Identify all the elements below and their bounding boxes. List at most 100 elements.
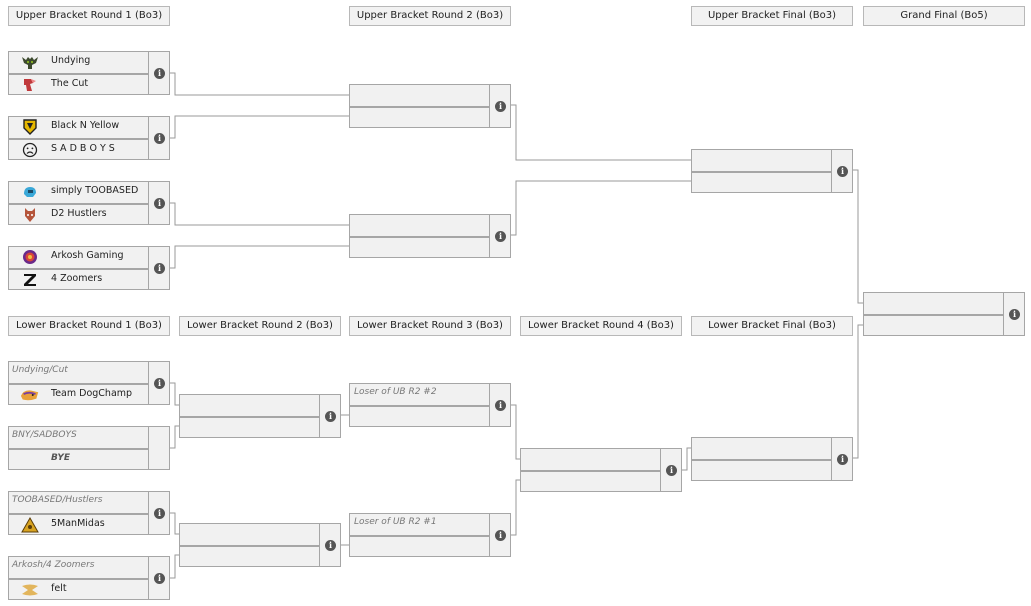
ub-r1-match-3[interactable]: simply TOOBASED D2 Hustlers i	[8, 181, 170, 225]
info-icon[interactable]: i	[495, 231, 506, 242]
match-info-column[interactable]: i	[148, 247, 169, 289]
lb-r2-match-2[interactable]: i	[179, 523, 341, 567]
team-slot[interactable]: Loser of UB R2 #1	[350, 514, 490, 534]
info-icon[interactable]: i	[154, 133, 165, 144]
header-lower-bracket-round-4: Lower Bracket Round 4 (Bo3)	[520, 316, 682, 336]
lb-r1-match-1[interactable]: Undying/Cut Team DogChamp i	[8, 361, 170, 405]
team-slot[interactable]: The Cut	[9, 73, 149, 93]
ub-r1-match-1[interactable]: Undying The Cut i	[8, 51, 170, 95]
lb-r3-match-2[interactable]: Loser of UB R2 #1 i	[349, 513, 511, 557]
info-icon[interactable]: i	[154, 508, 165, 519]
4-zoomers-logo-icon	[20, 271, 40, 289]
match-info-column[interactable]: i	[660, 449, 681, 491]
team-slot[interactable]: TOOBASED/Hustlers	[9, 492, 149, 512]
team-slot[interactable]: Arkosh Gaming	[9, 247, 149, 267]
team-slot-empty[interactable]	[180, 524, 320, 544]
team-slot-empty[interactable]	[350, 405, 490, 425]
team-slot-empty[interactable]	[692, 438, 832, 458]
placeholder-label: Arkosh/4 Zoomers	[12, 560, 95, 570]
team-slot[interactable]: BYE	[9, 448, 149, 468]
team-slot[interactable]: Loser of UB R2 #2	[350, 384, 490, 404]
sad-face-icon	[20, 141, 40, 159]
lb-r2-match-1[interactable]: i	[179, 394, 341, 438]
match-info-column[interactable]: i	[831, 438, 852, 480]
ub-r1-match-4[interactable]: Arkosh Gaming 4 Zoomers i	[8, 246, 170, 290]
info-icon[interactable]: i	[495, 101, 506, 112]
info-icon[interactable]: i	[154, 378, 165, 389]
header-upper-bracket-round-2: Upper Bracket Round 2 (Bo3)	[349, 6, 511, 26]
team-slot[interactable]: S A D B O Y S	[9, 138, 149, 158]
match-info-column[interactable]: i	[319, 524, 340, 566]
lb-final-match[interactable]: i	[691, 437, 853, 481]
match-info-column[interactable]: i	[831, 150, 852, 192]
grand-final-match[interactable]: i	[863, 292, 1025, 336]
team-name: Arkosh Gaming	[51, 250, 124, 261]
team-slot-empty[interactable]	[521, 470, 661, 490]
info-icon[interactable]: i	[154, 198, 165, 209]
match-info-column[interactable]: i	[1003, 293, 1024, 335]
match-info-column[interactable]: i	[148, 557, 169, 599]
info-icon[interactable]: i	[154, 573, 165, 584]
header-lower-bracket-round-2: Lower Bracket Round 2 (Bo3)	[179, 316, 341, 336]
team-slot[interactable]: 4 Zoomers	[9, 268, 149, 288]
team-slot[interactable]: Team DogChamp	[9, 383, 149, 403]
placeholder-label: Loser of UB R2 #2	[354, 387, 437, 397]
match-info-column[interactable]: i	[489, 384, 510, 426]
team-slot-empty[interactable]	[692, 150, 832, 170]
ub-final-match[interactable]: i	[691, 149, 853, 193]
team-slot[interactable]: felt	[9, 578, 149, 598]
team-slot-empty[interactable]	[350, 236, 490, 256]
match-info-column[interactable]: i	[489, 514, 510, 556]
lb-r4-match[interactable]: i	[520, 448, 682, 492]
match-info-column[interactable]: i	[148, 117, 169, 159]
info-icon[interactable]: i	[837, 454, 848, 465]
team-slot[interactable]: 5ManMidas	[9, 513, 149, 533]
match-info-column[interactable]: i	[489, 215, 510, 257]
team-slot-empty[interactable]	[864, 293, 1004, 313]
lb-r1-match-4[interactable]: Arkosh/4 Zoomers felt i	[8, 556, 170, 600]
team-slot[interactable]: BNY/SADBOYS	[9, 427, 149, 447]
team-slot-empty[interactable]	[180, 545, 320, 565]
match-info-column[interactable]: i	[148, 492, 169, 534]
info-icon[interactable]: i	[154, 68, 165, 79]
team-slot-empty[interactable]	[180, 416, 320, 436]
team-slot[interactable]: Undying	[9, 52, 149, 72]
team-slot-empty[interactable]	[692, 171, 832, 191]
match-info-column[interactable]	[148, 427, 169, 469]
team-slot[interactable]: D2 Hustlers	[9, 203, 149, 223]
lb-r1-match-3[interactable]: TOOBASED/Hustlers 5ManMidas i	[8, 491, 170, 535]
team-slot-empty[interactable]	[180, 395, 320, 415]
ub-r1-match-2[interactable]: Black N Yellow S A D B O Y S i	[8, 116, 170, 160]
lb-r1-match-2[interactable]: BNY/SADBOYS BYE	[8, 426, 170, 470]
team-slot-empty[interactable]	[350, 535, 490, 555]
team-slot[interactable]: Undying/Cut	[9, 362, 149, 382]
lb-r3-match-1[interactable]: Loser of UB R2 #2 i	[349, 383, 511, 427]
match-info-column[interactable]: i	[319, 395, 340, 437]
team-slot[interactable]: Arkosh/4 Zoomers	[9, 557, 149, 577]
match-info-column[interactable]: i	[148, 362, 169, 404]
team-slot-empty[interactable]	[350, 106, 490, 126]
team-slot-empty[interactable]	[350, 215, 490, 235]
placeholder-label: Undying/Cut	[12, 365, 68, 375]
info-icon[interactable]: i	[325, 411, 336, 422]
ub-r2-match-1[interactable]: i	[349, 84, 511, 128]
team-slot-empty[interactable]	[521, 449, 661, 469]
info-icon[interactable]: i	[495, 530, 506, 541]
team-slot-empty[interactable]	[864, 314, 1004, 334]
match-info-column[interactable]: i	[489, 85, 510, 127]
info-icon[interactable]: i	[1009, 309, 1020, 320]
info-icon[interactable]: i	[666, 465, 677, 476]
team-slot[interactable]: Black N Yellow	[9, 117, 149, 137]
team-slot[interactable]: simply TOOBASED	[9, 182, 149, 202]
info-icon[interactable]: i	[154, 263, 165, 274]
info-icon[interactable]: i	[837, 166, 848, 177]
info-icon[interactable]: i	[495, 400, 506, 411]
match-info-column[interactable]: i	[148, 182, 169, 224]
info-icon[interactable]: i	[325, 540, 336, 551]
team-slot-empty[interactable]	[692, 459, 832, 479]
match-info-column[interactable]: i	[148, 52, 169, 94]
team-name: simply TOOBASED	[51, 185, 139, 196]
team-slot-empty[interactable]	[350, 85, 490, 105]
ub-r2-match-2[interactable]: i	[349, 214, 511, 258]
